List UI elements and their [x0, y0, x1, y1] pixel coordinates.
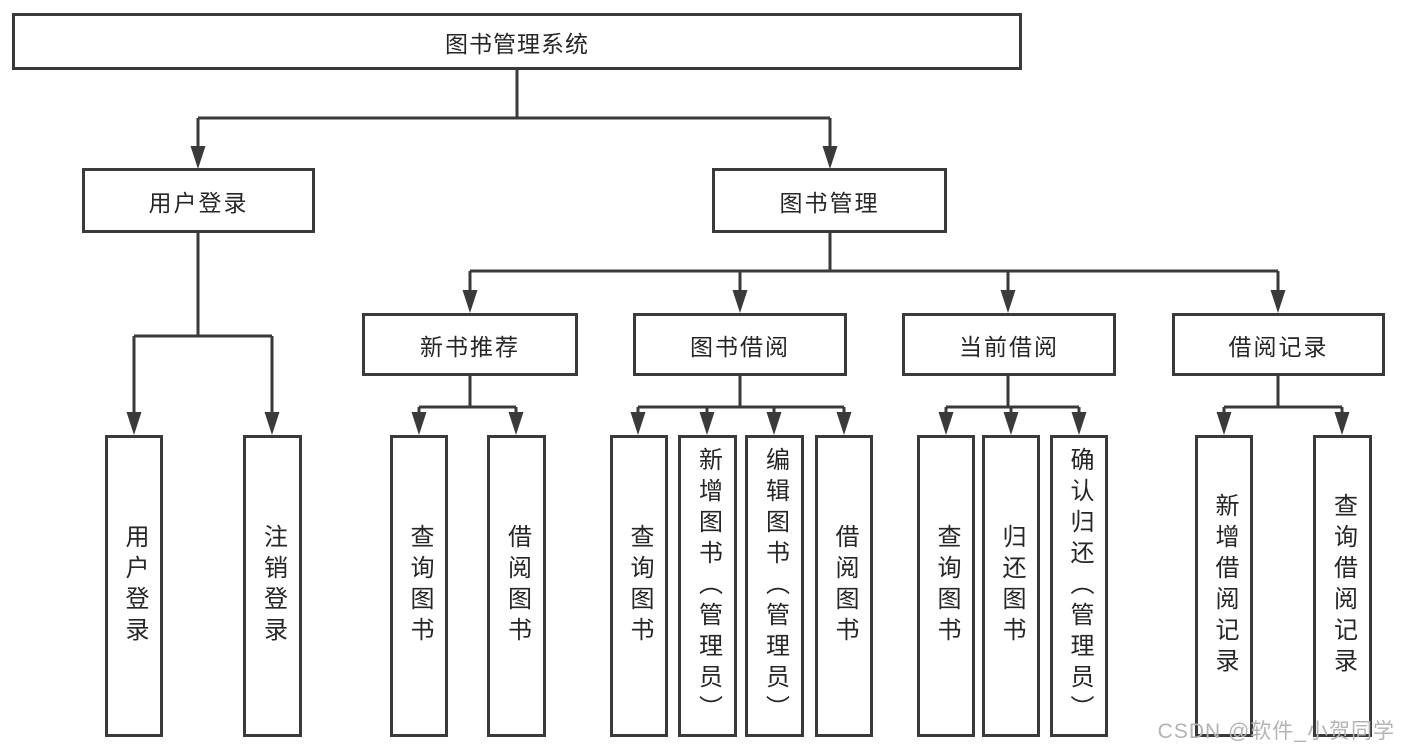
- connector-new-book-to-leaves: [417, 376, 518, 413]
- node-book-management-label: 图书管理: [779, 189, 880, 216]
- arrowheads-user-login-leaves: [126, 412, 280, 435]
- leaf-confirm-return-admin: 确认归还（管理员）: [1050, 435, 1108, 737]
- csdn-watermark: CSDN @软件_小贺同学: [1157, 720, 1395, 743]
- node-borrowing-records-label: 借阅记录: [1228, 333, 1329, 360]
- leaf-add-borrow-record-label: 新增借阅记录: [1211, 493, 1238, 679]
- leaf-edit-book-admin-label: 编辑图书（管理员）: [761, 446, 789, 726]
- connector-borrow-record-to-leaves: [1222, 376, 1344, 413]
- node-root-label: 图书管理系统: [445, 30, 589, 57]
- leaf-edit-book-admin: 编辑图书（管理员）: [745, 435, 804, 737]
- leaf-confirm-return-admin-label: 确认归还（管理员）: [1066, 446, 1093, 726]
- leaf-borrow-books-borrowing: 借阅图书: [815, 435, 873, 737]
- node-book-borrowing: 图书借阅: [633, 313, 847, 376]
- node-current-borrowing-label: 当前借阅: [959, 333, 1059, 360]
- node-new-book-recommend: 新书推荐: [362, 313, 578, 376]
- leaf-query-books-newbook-label: 查询图书: [406, 524, 433, 648]
- leaf-add-book-admin: 新增图书（管理员）: [678, 435, 737, 737]
- leaf-query-books-current: 查询图书: [917, 435, 975, 737]
- leaf-borrow-books-newbook-label: 借阅图书: [503, 524, 531, 648]
- leaf-logout-login: 注销登录: [243, 435, 302, 737]
- node-book-management: 图书管理: [712, 168, 947, 233]
- leaf-query-borrow-record-label: 查询借阅记录: [1329, 493, 1357, 679]
- leaf-logout-login-label: 注销登录: [259, 524, 287, 648]
- node-user-login: 用户登录: [82, 168, 315, 233]
- leaf-query-books-newbook: 查询图书: [390, 435, 448, 737]
- leaf-query-borrow-record: 查询借阅记录: [1313, 435, 1372, 737]
- leaf-query-books-current-label: 查询图书: [933, 524, 960, 648]
- leaf-add-book-admin-label: 新增图书（管理员）: [694, 446, 722, 726]
- leaf-return-book: 归还图书: [982, 435, 1040, 737]
- connector-current-borrow-to-leaves: [944, 376, 1081, 413]
- node-user-login-label: 用户登录: [148, 189, 249, 216]
- node-root-system: 图书管理系统: [12, 13, 1022, 70]
- node-new-book-recommend-label: 新书推荐: [420, 333, 520, 360]
- leaf-borrow-books-borrowing-label: 借阅图书: [831, 524, 858, 648]
- connector-root-to-level2: [196, 70, 832, 147]
- arrowheads-level2: [190, 146, 838, 169]
- leaf-query-books-borrowing: 查询图书: [610, 435, 668, 737]
- leaf-borrow-books-newbook: 借阅图书: [487, 435, 546, 737]
- connector-user-login-to-leaves: [132, 233, 274, 413]
- node-current-borrowing: 当前借阅: [902, 313, 1116, 376]
- connector-book-mgmt-to-sections: [468, 233, 1280, 291]
- arrowheads-leaves: [411, 412, 1350, 435]
- node-borrowing-records: 借阅记录: [1172, 313, 1385, 376]
- leaf-user-login: 用户登录: [105, 435, 163, 737]
- connector-book-borrow-to-leaves: [636, 376, 846, 413]
- leaf-query-books-borrowing-label: 查询图书: [626, 524, 653, 648]
- leaf-return-book-label: 归还图书: [998, 524, 1025, 648]
- leaf-add-borrow-record: 新增借阅记录: [1195, 435, 1253, 737]
- arrowheads-sections: [462, 290, 1286, 313]
- leaf-user-login-label: 用户登录: [121, 524, 148, 648]
- node-book-borrowing-label: 图书借阅: [690, 333, 790, 360]
